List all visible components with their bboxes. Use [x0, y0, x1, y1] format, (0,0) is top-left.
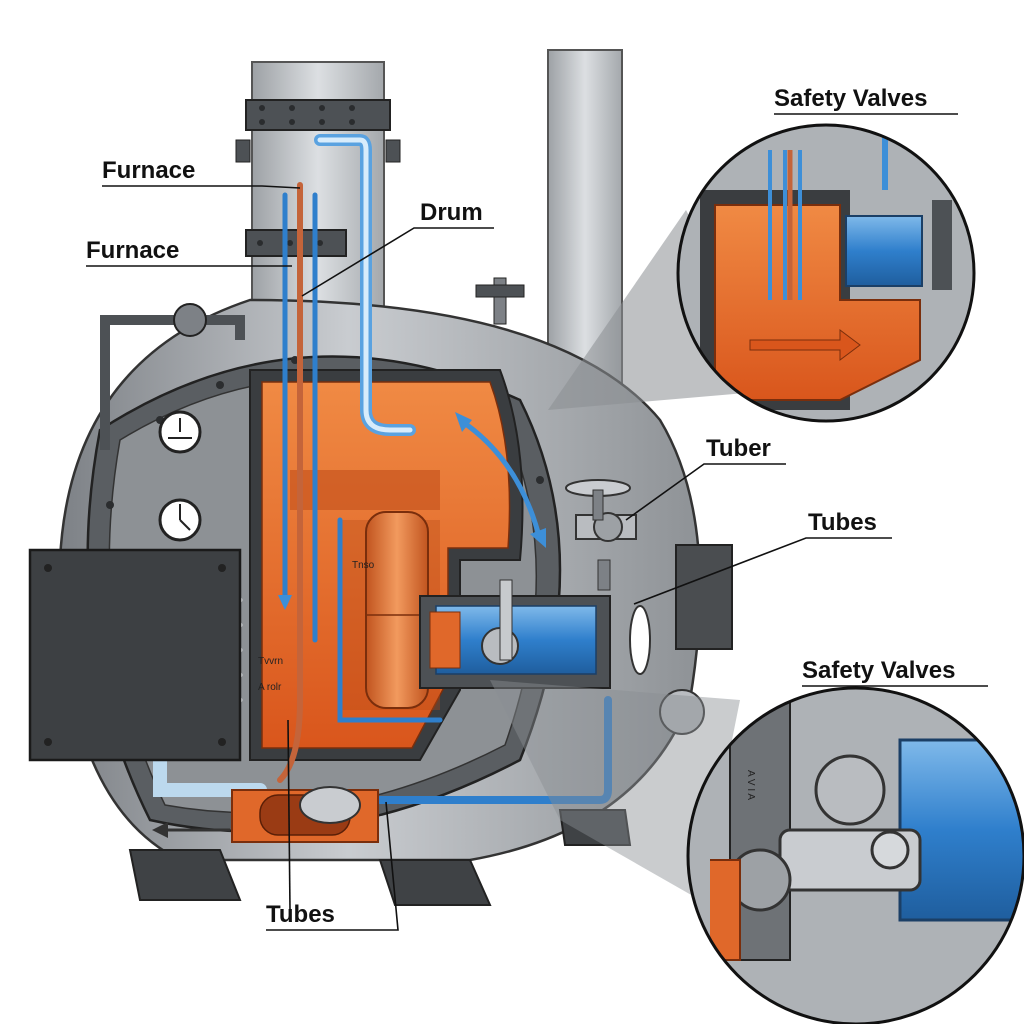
furnace-tag-text-2: A rolr: [258, 682, 282, 693]
flow-arrows: [152, 412, 546, 838]
burner-assembly: [419, 579, 611, 689]
zoom-tag-text: A V I A: [745, 770, 756, 800]
drum-tag-text: Tnso: [352, 560, 375, 571]
pressure-gauge: [158, 410, 202, 454]
callout-tuber: Tuber: [625, 435, 786, 521]
callout-tubes-right: Tubes: [633, 509, 892, 605]
zoom-beam-bottom: [490, 680, 740, 900]
label-furnace-mid: Furnace: [86, 237, 179, 264]
label-drum: Drum: [420, 199, 483, 226]
callout-safety-valves-top: Safety Valves: [774, 85, 958, 115]
zoom-inset-top: [676, 123, 976, 423]
label-safety-valves-bottom: Safety Valves: [802, 657, 955, 684]
top-valve: [475, 277, 525, 325]
label-safety-valves-top: Safety Valves: [774, 85, 927, 112]
mud-drum: [231, 786, 379, 843]
label-tubes-bottom: Tubes: [266, 901, 335, 928]
temperature-gauge: [158, 498, 202, 542]
callout-drum: Drum: [301, 199, 494, 297]
control-box-left: [28, 548, 242, 762]
callout-safety-valves-bottom: Safety Valves: [802, 657, 988, 687]
callout-furnace-mid: Furnace: [86, 237, 292, 267]
chimney-main: [235, 61, 401, 313]
nozzle-right: [659, 689, 705, 735]
side-valve: [565, 479, 637, 591]
tube-network: [153, 134, 612, 804]
side-pipe: [100, 303, 245, 450]
junction-box-right: [675, 544, 733, 650]
zoom-inset-bottom: A V I A: [686, 686, 1024, 1024]
sight-port: [629, 605, 651, 675]
label-furnace-top: Furnace: [102, 157, 195, 184]
callout-tubes-bottom: Tubes: [266, 719, 399, 931]
label-tubes-right: Tubes: [808, 509, 877, 536]
label-tuber: Tuber: [706, 435, 771, 462]
callout-furnace-top: Furnace: [102, 157, 301, 189]
furnace-tag-text-1: Tvvrn: [258, 656, 283, 667]
